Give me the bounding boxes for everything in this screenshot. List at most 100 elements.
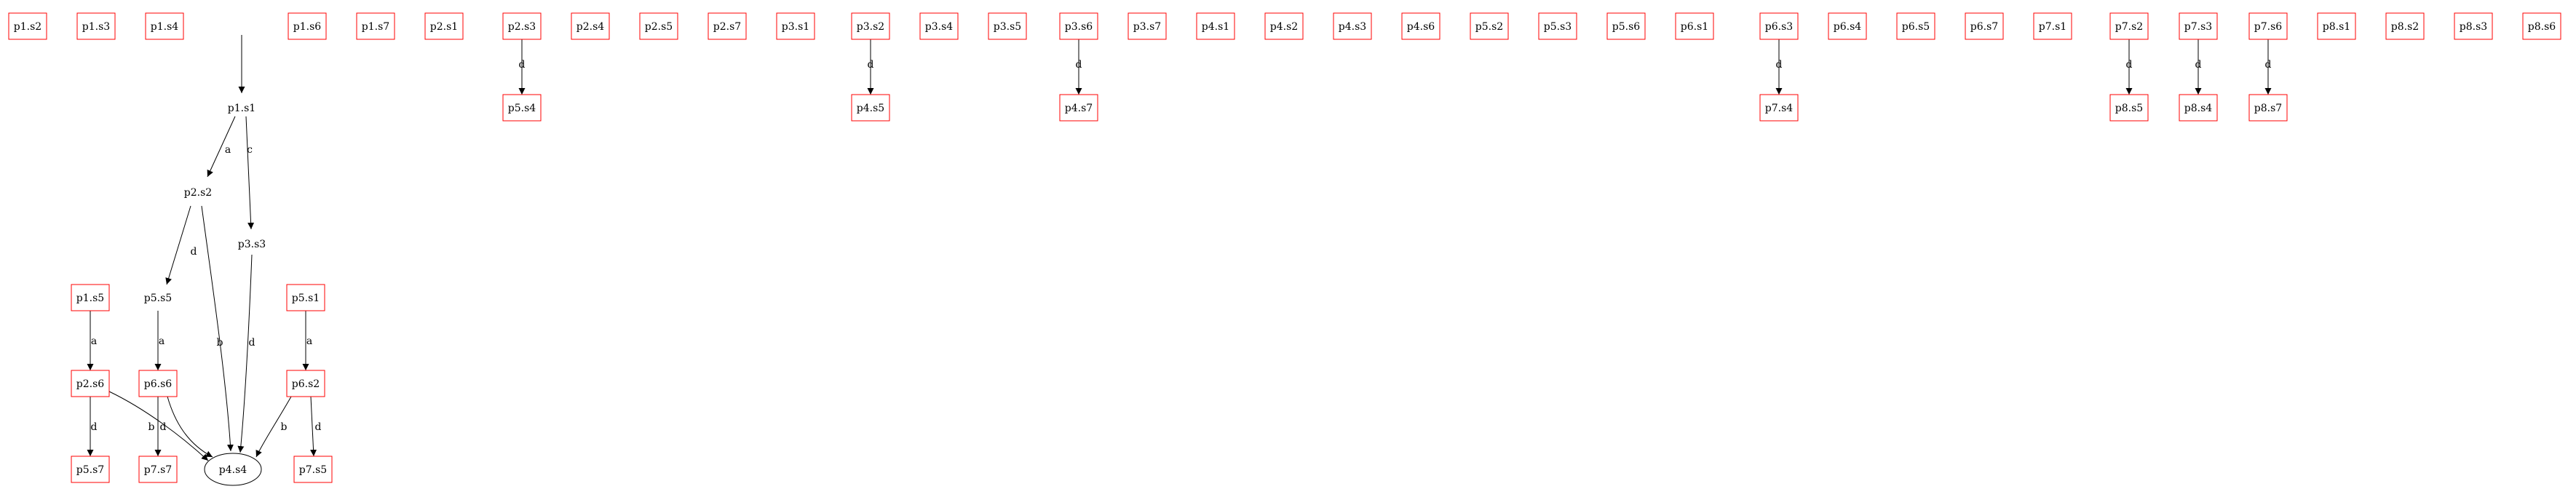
node-box (1538, 12, 1577, 40)
node-p4-s4: p4.s4 (204, 453, 262, 486)
node-box (2179, 94, 2218, 122)
node-label: p6.s3 (1765, 21, 1793, 33)
node-p5-s7: p5.s7 (71, 456, 110, 483)
node-label: p2.s4 (576, 21, 605, 33)
node-box (293, 456, 333, 483)
node-label: p8.s3 (2460, 21, 2487, 33)
node-p1-s2: p1.s2 (8, 12, 47, 40)
node-label: p5.s6 (1612, 21, 1641, 33)
node-label: p6.s1 (1681, 21, 1708, 33)
node-label: p6.s6 (144, 378, 173, 390)
node-label: p3.s5 (994, 21, 1021, 33)
node-p4-s6: p4.s6 (1401, 12, 1440, 40)
node-p2-s2: p2.s2 (184, 187, 212, 199)
node-label: p2.s6 (76, 378, 105, 390)
node-label: p1.s4 (151, 21, 179, 33)
node-p1-s7: p1.s7 (356, 12, 395, 40)
node-p6-s7: p6.s7 (1965, 12, 2004, 40)
node-ellipse (204, 453, 262, 486)
edge-line (207, 116, 236, 178)
node-p3-s6: p3.s6 (1059, 12, 1098, 40)
node-p1-s1: p1.s1 (228, 103, 255, 114)
node-label: p7.s2 (2115, 21, 2143, 33)
node-box (356, 12, 395, 40)
node-p8-s7: p8.s7 (2248, 94, 2288, 122)
edge-p3s2-to-p4s5: d (867, 39, 874, 95)
edge-p1s5-to-p2s6: a (87, 311, 97, 370)
node-box (71, 456, 110, 483)
node-box (288, 12, 327, 40)
node-label: p5.s7 (76, 464, 104, 476)
node-box (502, 12, 542, 40)
node-box (138, 456, 178, 483)
edge-p2s6-to-p5s7: d (87, 397, 98, 456)
edge-p7s6-to-p8s7: d (2264, 39, 2272, 95)
edge-line (237, 254, 253, 453)
node-box (1759, 94, 1799, 122)
node-label: p8.s6 (2528, 21, 2556, 33)
node-box (1470, 12, 1509, 40)
node-box (502, 94, 542, 122)
edge-label: d (868, 59, 874, 71)
node-label: p3.s4 (925, 21, 954, 33)
node-label: p7.s4 (1765, 103, 1794, 114)
node-label: p6.s5 (1902, 21, 1930, 33)
node-box (1401, 12, 1440, 40)
node-box (988, 12, 1027, 40)
edge-label: d (160, 421, 167, 433)
node-p8-s2: p8.s2 (2385, 12, 2425, 40)
node-box (2522, 12, 2561, 40)
node-label: p4.s2 (1270, 21, 1298, 33)
node-box (1606, 12, 1646, 40)
node-p2-s6: p2.s6 (71, 370, 110, 397)
node-label: p5.s5 (144, 293, 172, 304)
node-p7-s2: p7.s2 (2109, 12, 2149, 40)
node-p6-s5: p6.s5 (1896, 12, 1935, 40)
node-label: p5.s3 (1544, 21, 1572, 33)
node-box (1675, 12, 1714, 40)
node-box (1828, 12, 1867, 40)
node-label: p7.s7 (144, 464, 172, 476)
node-label: p3.s1 (782, 21, 809, 33)
node-p3-s1: p3.s1 (776, 12, 815, 40)
node-label: p2.s3 (508, 21, 536, 33)
node-p3-s2: p3.s2 (851, 12, 890, 40)
node-p7-s5: p7.s5 (293, 456, 333, 483)
node-p1-s4: p1.s4 (145, 12, 184, 40)
node-label: p4.s1 (1202, 21, 1229, 33)
node-label: p8.s1 (2323, 21, 2350, 33)
edge-line (167, 396, 213, 458)
edge-p6s2-to-p7s5: d (310, 396, 322, 457)
edge-p2s2-to-p4s4: b (201, 205, 234, 452)
node-p5-s4: p5.s4 (502, 94, 542, 122)
edge-label: d (191, 246, 197, 258)
node-label: p3.s6 (1065, 21, 1093, 33)
node-box (1965, 12, 2004, 40)
node-box (286, 370, 325, 397)
node-label: p4.s6 (1407, 21, 1435, 33)
node-box (71, 284, 110, 311)
edge-p6s2-to-p4s4: b (255, 396, 292, 458)
node-label: p3.s7 (1133, 21, 1161, 33)
node-p1-s5: p1.s5 (71, 284, 110, 311)
node-label: p2.s7 (713, 21, 741, 33)
node-label: p3.s2 (857, 21, 884, 33)
node-p4-s1: p4.s1 (1196, 12, 1235, 40)
node-label: p1.s7 (362, 21, 389, 33)
node-p5-s6: p5.s6 (1606, 12, 1646, 40)
node-p6-s4: p6.s4 (1828, 12, 1867, 40)
node-box (2454, 12, 2493, 40)
edge-p2s2-to-p5s5: d (165, 205, 197, 285)
node-label: p6.s4 (1834, 21, 1862, 33)
node-box (919, 12, 959, 40)
node-label: p4.s3 (1339, 21, 1366, 33)
node-box (2109, 12, 2149, 40)
node-box (8, 12, 47, 40)
edge-p3s6-to-p4s7: d (1075, 39, 1082, 95)
edge-p6s6-to-p4s4 (167, 396, 213, 458)
node-box (145, 12, 184, 40)
edge-label: d (2126, 59, 2133, 71)
node-box (2179, 12, 2218, 40)
edge-label: a (159, 335, 165, 347)
node-box (2385, 12, 2425, 40)
